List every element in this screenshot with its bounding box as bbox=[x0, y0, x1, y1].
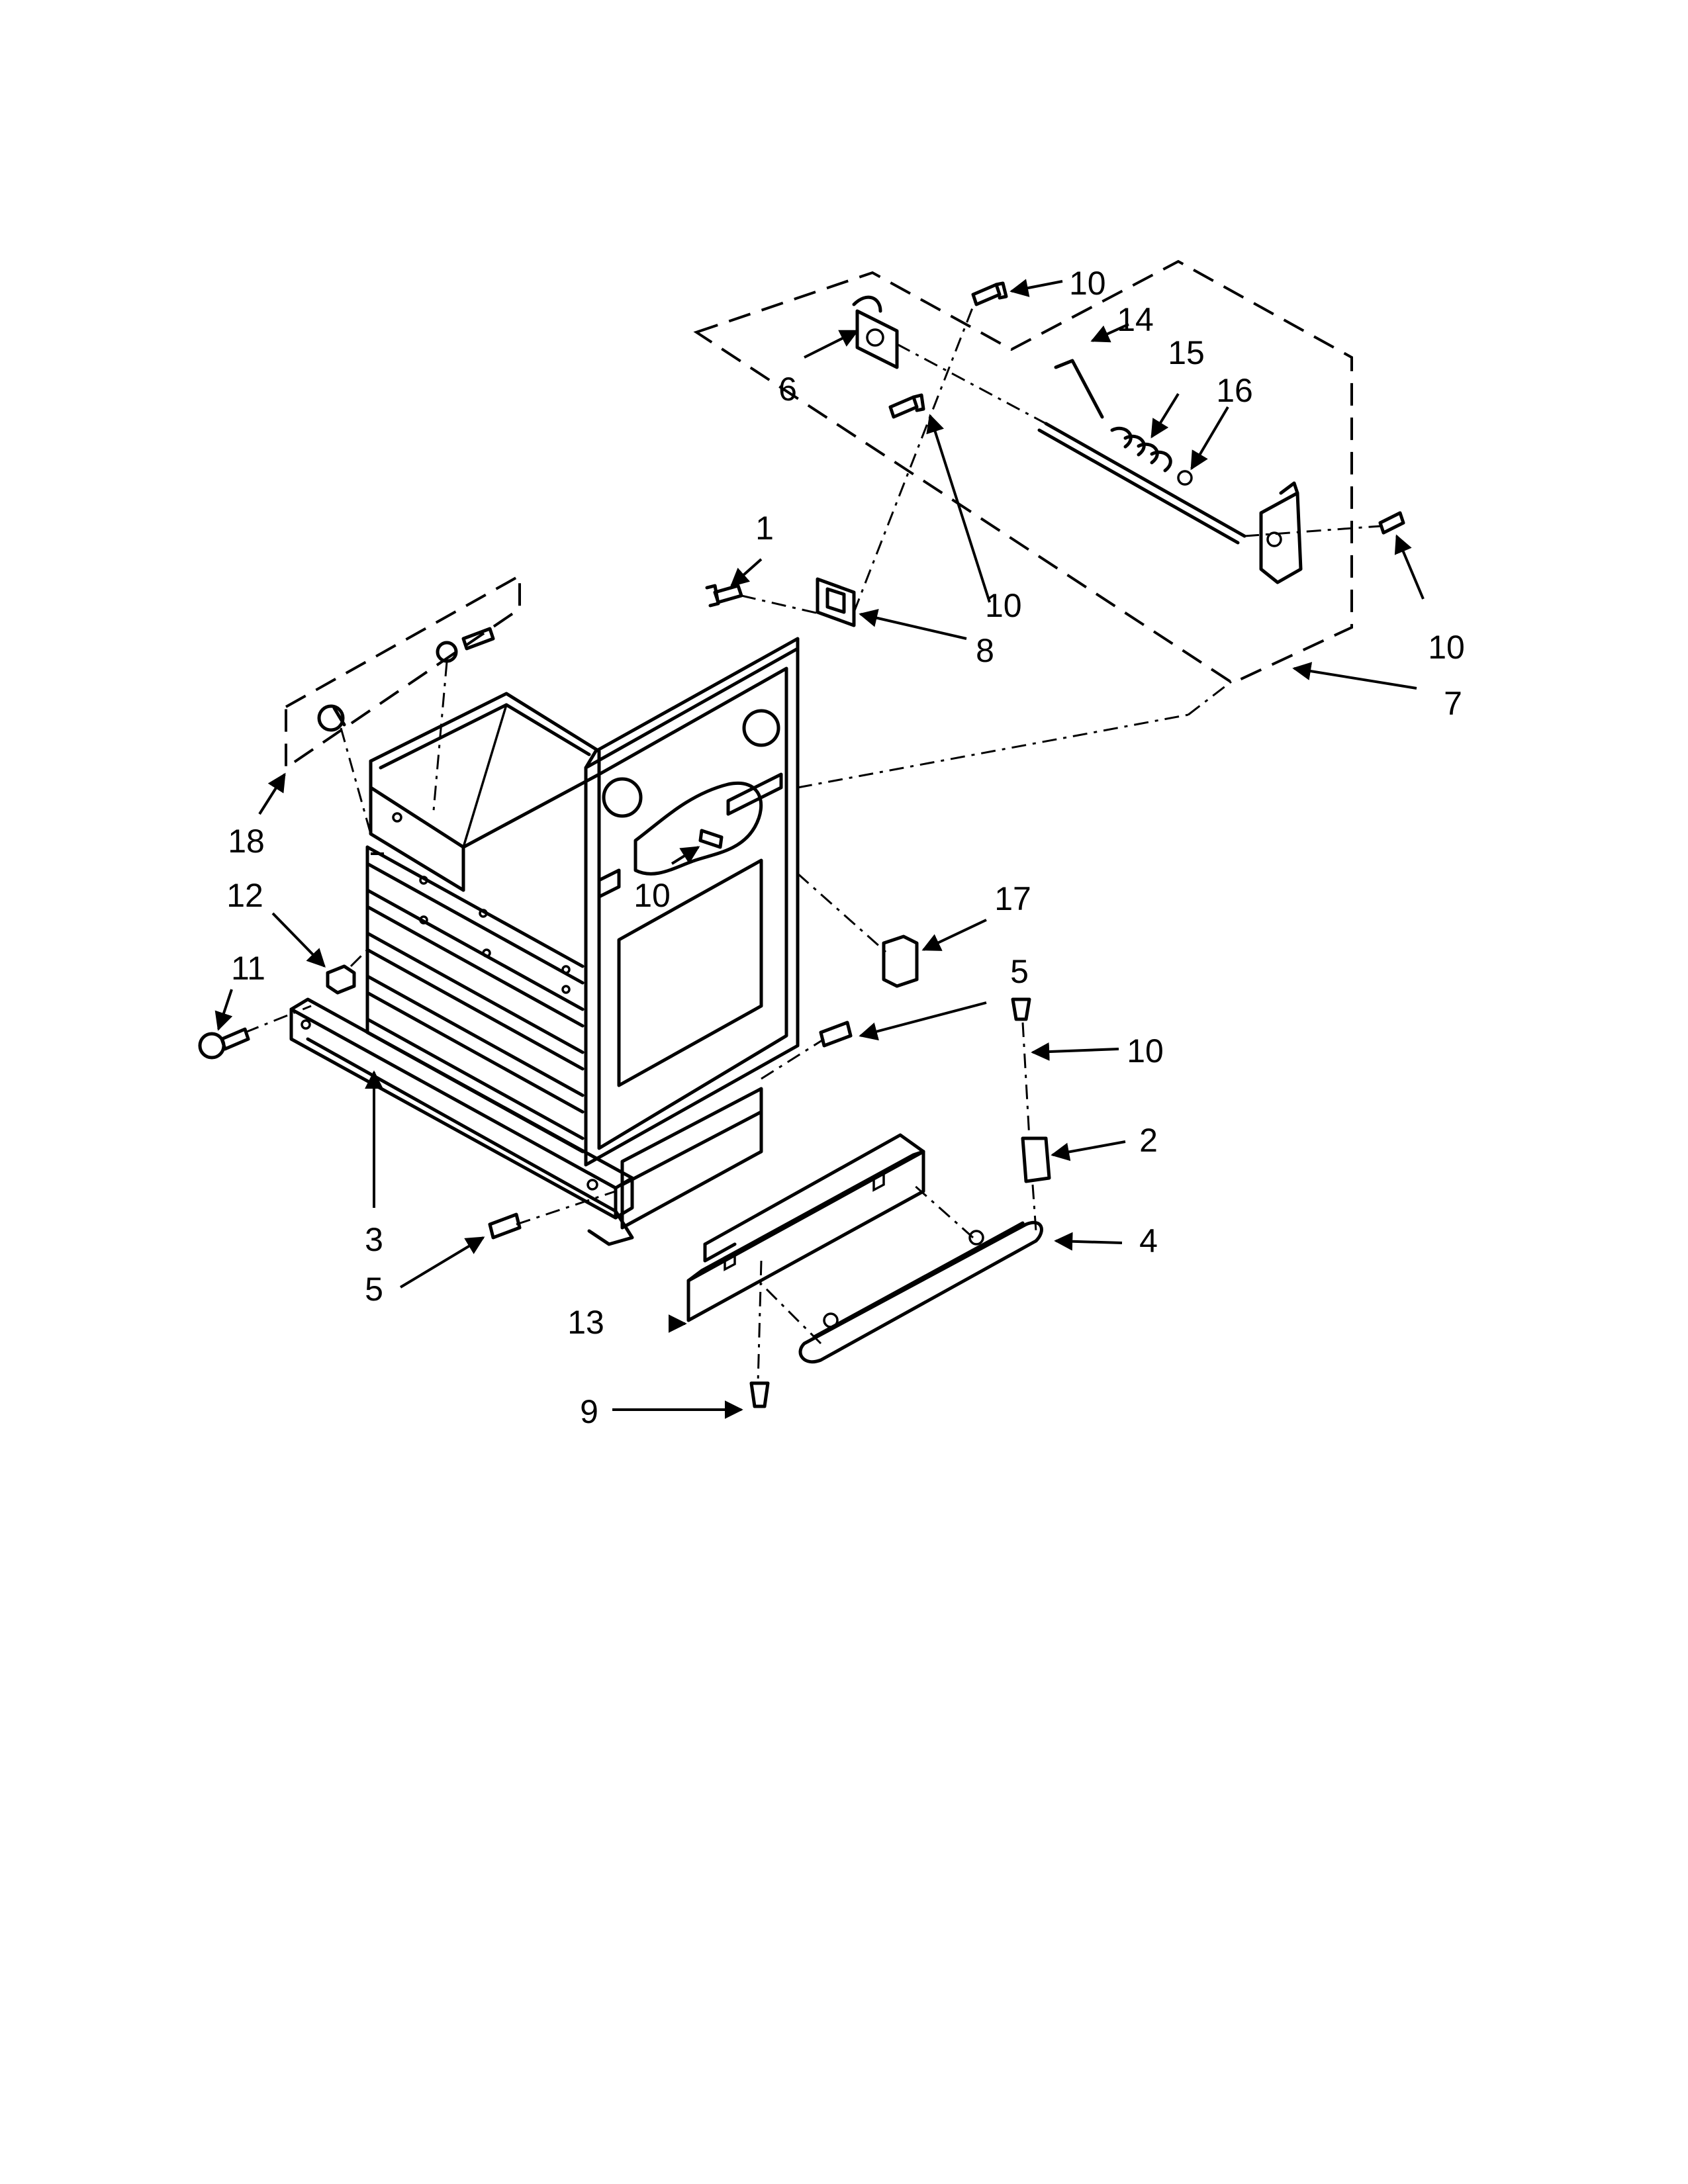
callout-1: 1 bbox=[755, 510, 774, 547]
leveling-foot-5-right bbox=[819, 1021, 853, 1048]
base-rail bbox=[289, 997, 634, 1246]
callout-10-inner: 10 bbox=[633, 877, 671, 914]
screw-10-top bbox=[971, 281, 1008, 306]
callout-11: 11 bbox=[231, 950, 265, 987]
screw-11 bbox=[198, 1027, 250, 1060]
callout-10-right: 10 bbox=[1428, 629, 1465, 666]
screw-18 bbox=[461, 627, 495, 651]
callout-5-upper: 5 bbox=[1010, 953, 1029, 990]
callout-17: 17 bbox=[994, 880, 1031, 917]
callout-18: 18 bbox=[228, 823, 265, 860]
screw-10-bottom bbox=[1011, 997, 1031, 1021]
handle-knob-18 bbox=[317, 704, 346, 732]
hinge-plate-8 bbox=[816, 577, 856, 627]
hinge-bracket bbox=[852, 295, 899, 369]
cabinet-frame bbox=[365, 637, 800, 1230]
leveling-foot-5-left bbox=[488, 1212, 522, 1240]
screw-10-mid bbox=[888, 393, 925, 419]
callout-2: 2 bbox=[1139, 1122, 1158, 1159]
switch-2 bbox=[1021, 1136, 1051, 1183]
callout-6: 6 bbox=[778, 371, 797, 408]
screw-10-right bbox=[1378, 511, 1405, 535]
alignment-lines bbox=[244, 297, 1381, 1384]
screw-9 bbox=[749, 1381, 770, 1408]
callout-5-lower: 5 bbox=[365, 1271, 383, 1308]
screw-1 bbox=[705, 584, 743, 608]
callout-labels: 1 2 3 4 5 5 6 7 8 9 10 10 10 10 10 11 12… bbox=[226, 265, 1465, 1430]
screw-10-inner bbox=[698, 829, 724, 849]
callout-10-top: 10 bbox=[1069, 265, 1106, 302]
washer-18 bbox=[436, 641, 458, 663]
leader-lines bbox=[214, 279, 1425, 1419]
callout-8: 8 bbox=[976, 632, 994, 669]
callout-3: 3 bbox=[365, 1221, 383, 1258]
toe-grille bbox=[798, 1220, 1043, 1364]
callout-12: 12 bbox=[226, 877, 263, 914]
callout-14: 14 bbox=[1117, 301, 1154, 338]
callout-10-upper-mid: 10 bbox=[985, 587, 1022, 624]
callout-7: 7 bbox=[1444, 685, 1462, 722]
nut-12 bbox=[326, 964, 356, 995]
latch-bracket-17 bbox=[882, 934, 919, 988]
hinge-rod bbox=[1037, 359, 1303, 584]
callout-9: 9 bbox=[580, 1393, 598, 1430]
callout-10-bottom: 10 bbox=[1127, 1032, 1164, 1069]
callout-4: 4 bbox=[1139, 1222, 1158, 1259]
callout-13: 13 bbox=[567, 1304, 604, 1341]
callout-16: 16 bbox=[1216, 372, 1253, 409]
handle-kit-group-box bbox=[285, 573, 521, 770]
callout-15: 15 bbox=[1168, 334, 1205, 371]
kick-panel bbox=[686, 1133, 925, 1322]
hinge-assembly-group-box bbox=[693, 259, 1353, 685]
